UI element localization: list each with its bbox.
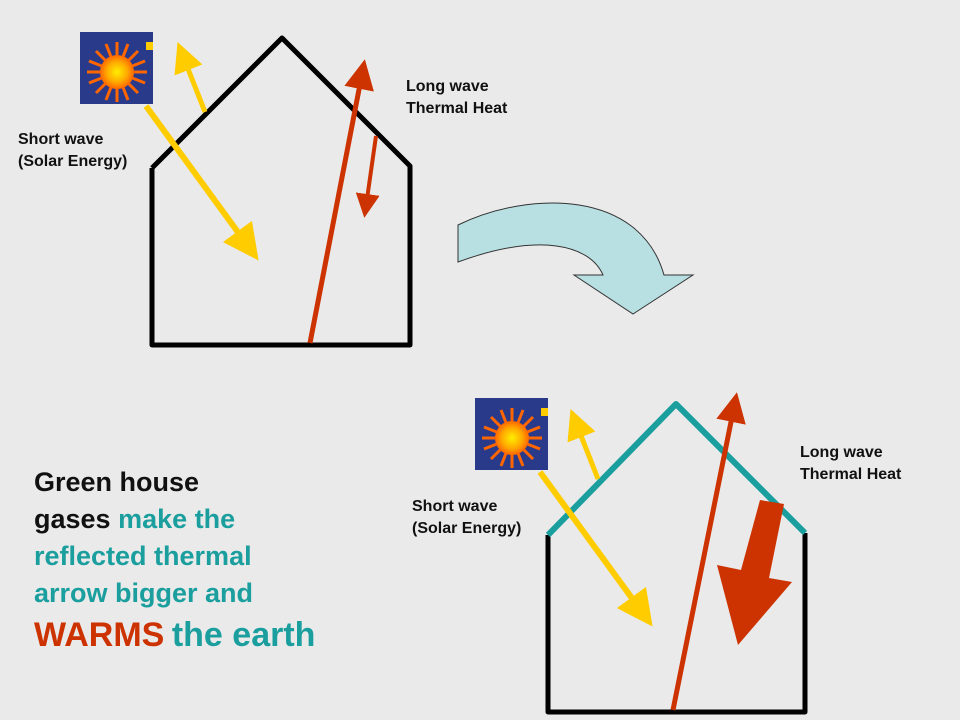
top-house-outline xyxy=(149,35,413,348)
top-long-wave-line1: Long wave xyxy=(406,78,489,95)
top-thermal-outgoing-arrow xyxy=(307,59,374,344)
top-thermal-reflected-arrow xyxy=(355,135,380,218)
top-short-wave-label: Short wave (Solar Energy) xyxy=(18,129,127,173)
top-short-wave-line2: (Solar Energy) xyxy=(18,153,128,170)
bottom-house xyxy=(545,401,808,715)
caption-part2: gases xyxy=(34,504,111,534)
sun-icon xyxy=(475,398,548,470)
top-long-wave-label: Long wave Thermal Heat xyxy=(406,76,507,120)
bottom-house-walls xyxy=(545,533,808,715)
bottom-short-wave-label: Short wave (Solar Energy) xyxy=(412,496,521,540)
bottom-short-wave-line1: Short wave xyxy=(412,498,498,515)
caption-part4: reflected thermal xyxy=(34,541,252,571)
caption: Green house gases make the reflected the… xyxy=(34,464,364,660)
top-house xyxy=(149,35,413,348)
bottom-house-greenhouse-roof xyxy=(545,401,808,538)
top-solar-incoming-arrow xyxy=(143,104,259,261)
sun-icon xyxy=(80,32,153,104)
top-solar-reflected-arrow xyxy=(174,42,208,113)
top-short-wave-line1: Short wave xyxy=(18,131,104,148)
curved-arrow-icon xyxy=(457,202,695,315)
caption-part1: Green house xyxy=(34,467,200,497)
bottom-solar-reflected-arrow xyxy=(567,409,601,480)
caption-part6: WARMS xyxy=(34,616,165,654)
caption-part5: arrow bigger and xyxy=(34,578,254,608)
bottom-long-wave-label: Long wave Thermal Heat xyxy=(800,442,901,486)
bottom-long-wave-line2: Thermal Heat xyxy=(800,466,902,483)
caption-part3: make the xyxy=(118,504,236,534)
bottom-thermal-outgoing-arrow xyxy=(670,392,746,711)
bottom-short-wave-line2: (Solar Energy) xyxy=(412,520,522,537)
bottom-long-wave-line1: Long wave xyxy=(800,444,883,461)
bottom-solar-incoming-arrow xyxy=(537,470,653,627)
top-long-wave-line2: Thermal Heat xyxy=(406,100,508,117)
caption-part7: the earth xyxy=(171,616,316,654)
bottom-thermal-big-reflected-arrow xyxy=(717,500,792,645)
